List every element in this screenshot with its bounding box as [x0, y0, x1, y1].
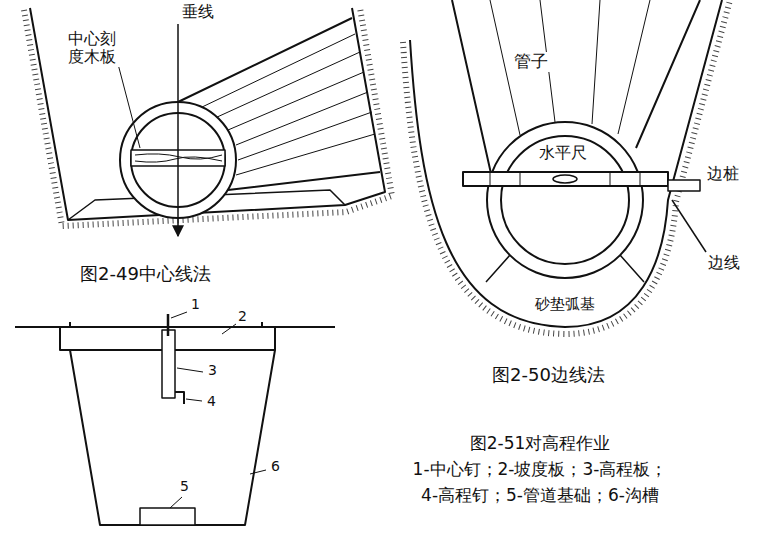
- part-label: 水平尺: [537, 144, 589, 162]
- callout-number: 6: [269, 458, 282, 474]
- pipe-250: [452, 0, 706, 282]
- part-label: 砂垫弧基: [533, 296, 597, 313]
- legend-note: 1-中心钉；2-坡度板；3-高程板；: [411, 460, 670, 480]
- part-label: 中心刻度木板: [66, 30, 122, 67]
- callout-number: 3: [206, 362, 219, 378]
- elevation-setup: [15, 312, 335, 525]
- trench-250: [403, 0, 730, 334]
- legend-note: 4-高程钉；5-管道基础；6-沟槽: [419, 486, 661, 506]
- line-label: 垂线: [180, 3, 216, 21]
- callout-number: 2: [236, 308, 249, 324]
- callout-number: 4: [205, 393, 218, 409]
- part-label: 管子: [512, 52, 550, 72]
- callout-number: 1: [189, 296, 202, 312]
- trench-249: [24, 8, 392, 226]
- part-label: 边线: [706, 254, 742, 272]
- pipe-249: [118, 18, 380, 236]
- part-label: 边桩: [705, 165, 741, 183]
- figure-caption: 图2-50边线法: [490, 365, 607, 386]
- callout-number: 5: [178, 478, 191, 494]
- figure-caption: 图2-49中心线法: [78, 264, 213, 285]
- figure-caption: 图2-51对高程作业: [468, 434, 613, 454]
